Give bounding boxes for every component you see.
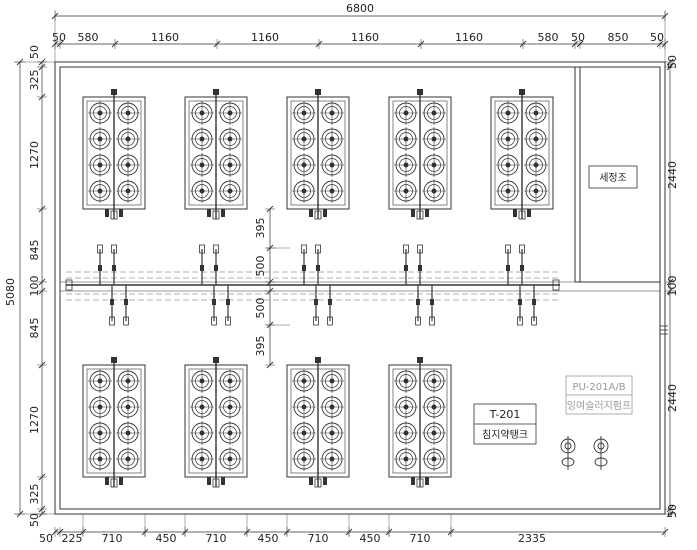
dim-center: 395 [254, 336, 267, 357]
membrane-module [185, 89, 247, 219]
dimension-texts: 6800 50 580 1160 1160 1160 1160 580 50 8… [4, 2, 679, 545]
dim-bottom: 2335 [518, 532, 546, 545]
membrane-module [83, 357, 145, 487]
side-marks [660, 325, 668, 335]
overall-width: 6800 [346, 2, 374, 15]
membrane-module [491, 89, 553, 219]
dim-top: 580 [538, 31, 559, 44]
membrane-module [287, 89, 349, 219]
dim-left: 50 [28, 45, 41, 59]
dim-right: 2440 [666, 161, 679, 189]
dimension-lines [14, 10, 675, 537]
membrane-module [389, 357, 451, 487]
dim-bottom: 450 [258, 532, 279, 545]
dim-left: 50 [28, 513, 41, 527]
pump-pair [560, 436, 609, 470]
dim-left: 325 [28, 484, 41, 505]
dim-right: 100 [666, 276, 679, 297]
dim-top: 1160 [251, 31, 279, 44]
dim-top: 850 [608, 31, 629, 44]
dim-top: 580 [78, 31, 99, 44]
overall-height: 5080 [4, 278, 17, 306]
dim-bottom: 710 [102, 532, 123, 545]
membrane-module [185, 357, 247, 487]
svg-text:PU-201A/B: PU-201A/B [572, 382, 625, 393]
dim-bottom: 450 [360, 532, 381, 545]
dim-bottom: 710 [410, 532, 431, 545]
dim-center: 395 [254, 218, 267, 239]
svg-text:잉여슬러지펌프: 잉여슬러지펌프 [567, 400, 631, 412]
dim-right: 2440 [666, 384, 679, 412]
dim-bottom: 710 [206, 532, 227, 545]
dim-left: 325 [28, 70, 41, 91]
dim-left: 1270 [28, 406, 41, 434]
dim-left: 845 [28, 240, 41, 261]
bottom-module-row [83, 357, 451, 487]
washing-tank-label: 세정조 [588, 165, 638, 189]
dim-left: 845 [28, 318, 41, 339]
dim-bottom: 710 [308, 532, 329, 545]
dim-left: 1270 [28, 141, 41, 169]
dim-bottom: 50 [39, 532, 53, 545]
chemical-tank-label: T-201 침지약탱크 [473, 403, 537, 445]
top-module-row [83, 89, 553, 219]
dim-left: 100 [28, 276, 41, 297]
header-pipe [65, 271, 560, 301]
dim-top: 50 [650, 31, 664, 44]
svg-text:침지약탱크: 침지약탱크 [482, 429, 528, 441]
dim-top: 1160 [455, 31, 483, 44]
dim-center: 500 [254, 256, 267, 277]
membrane-module [83, 89, 145, 219]
dim-right: 50 [666, 504, 679, 518]
svg-text:세정조: 세정조 [599, 172, 627, 184]
dim-top: 1160 [351, 31, 379, 44]
pump-label: PU-201A/B 잉여슬러지펌프 [565, 375, 633, 415]
dim-top: 50 [571, 31, 585, 44]
dim-bottom: 450 [156, 532, 177, 545]
dim-center: 500 [254, 298, 267, 319]
svg-text:T-201: T-201 [489, 408, 521, 421]
tank-outline [54, 61, 666, 515]
dim-bottom: 225 [62, 532, 83, 545]
membrane-module [389, 89, 451, 219]
membrane-module [287, 357, 349, 487]
dim-top: 50 [52, 31, 66, 44]
dim-top: 1160 [151, 31, 179, 44]
dim-right: 50 [666, 55, 679, 69]
